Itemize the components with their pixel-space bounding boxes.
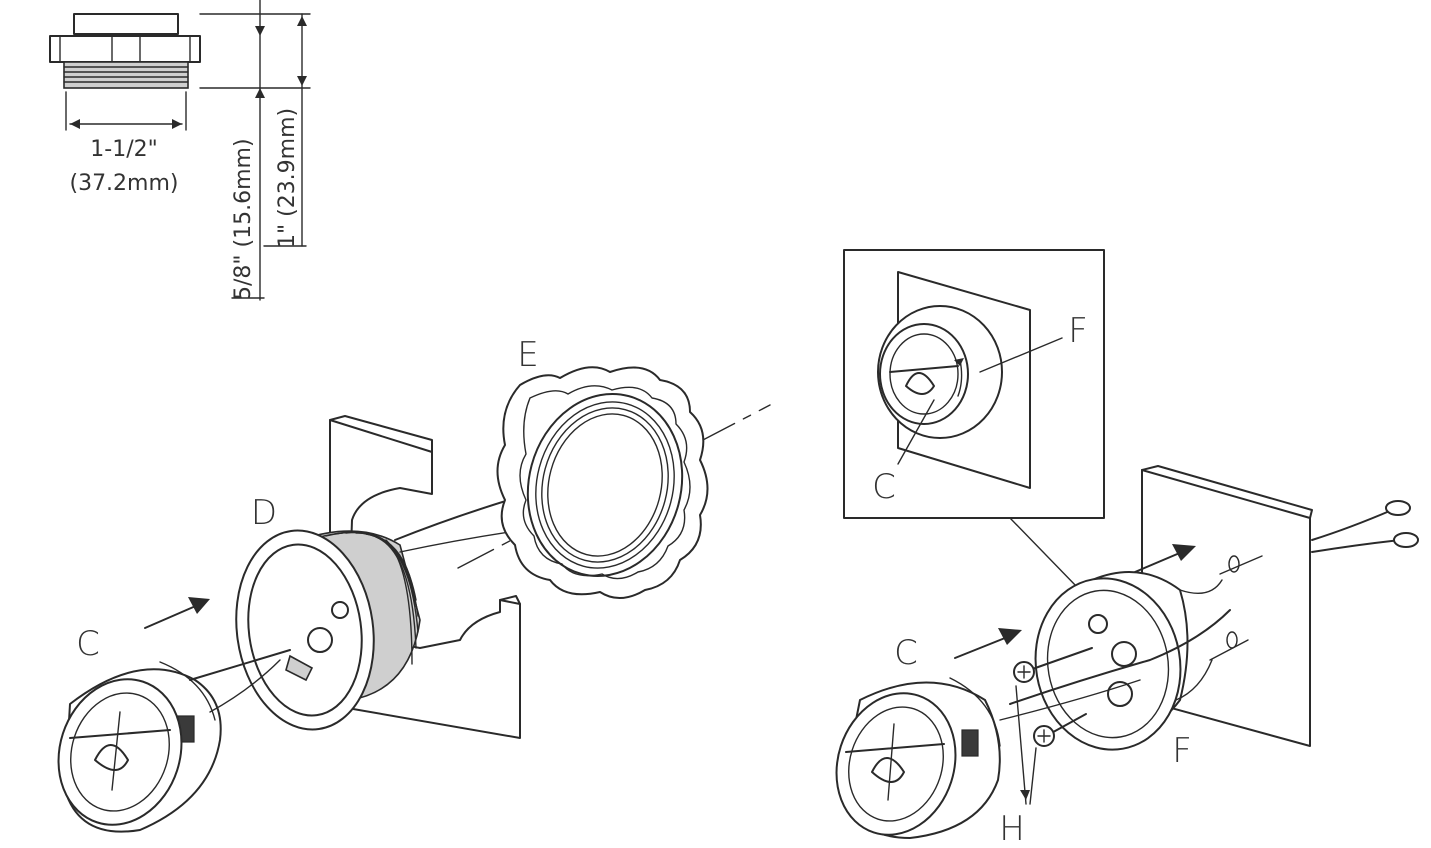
label-h: H	[999, 809, 1025, 848]
surface-mount-assembly: C F H	[835, 465, 1419, 848]
gauge-face-left	[57, 678, 183, 826]
fitting-threads	[63, 61, 189, 89]
width-dimension-inch: 1-1/2"	[90, 137, 157, 162]
width-dimension-mm: (37.2mm)	[69, 171, 178, 196]
label-c-right: C	[894, 633, 918, 673]
gauge-needle-right	[845, 743, 945, 753]
label-c-left: C	[76, 624, 100, 664]
label-f-right: F	[1172, 731, 1192, 771]
mounting-screw-upper	[1023, 647, 1093, 673]
gauge-needle-left	[69, 729, 171, 739]
dimension-drawing: 1-1/2" (37.2mm) 5/8" (15.6mm) 1" (23.9mm…	[49, 0, 311, 301]
label-d: D	[251, 493, 277, 533]
gauge-face-right	[835, 692, 957, 836]
label-f-inset: F	[1068, 311, 1088, 351]
fitting-hex-nut	[49, 35, 201, 63]
through-panel-assembly: C D E	[57, 335, 771, 833]
knurled-panel-nut	[496, 366, 709, 599]
installed-detail-inset: F C	[843, 249, 1105, 589]
label-e: E	[517, 335, 538, 375]
depth-dimension-short: 5/8" (15.6mm)	[231, 138, 256, 300]
bezel-ring	[235, 529, 375, 731]
label-c-inset: C	[872, 467, 896, 507]
depth-dimension-long: 1" (23.9mm)	[275, 108, 300, 248]
fitting-top-cap	[73, 13, 179, 35]
